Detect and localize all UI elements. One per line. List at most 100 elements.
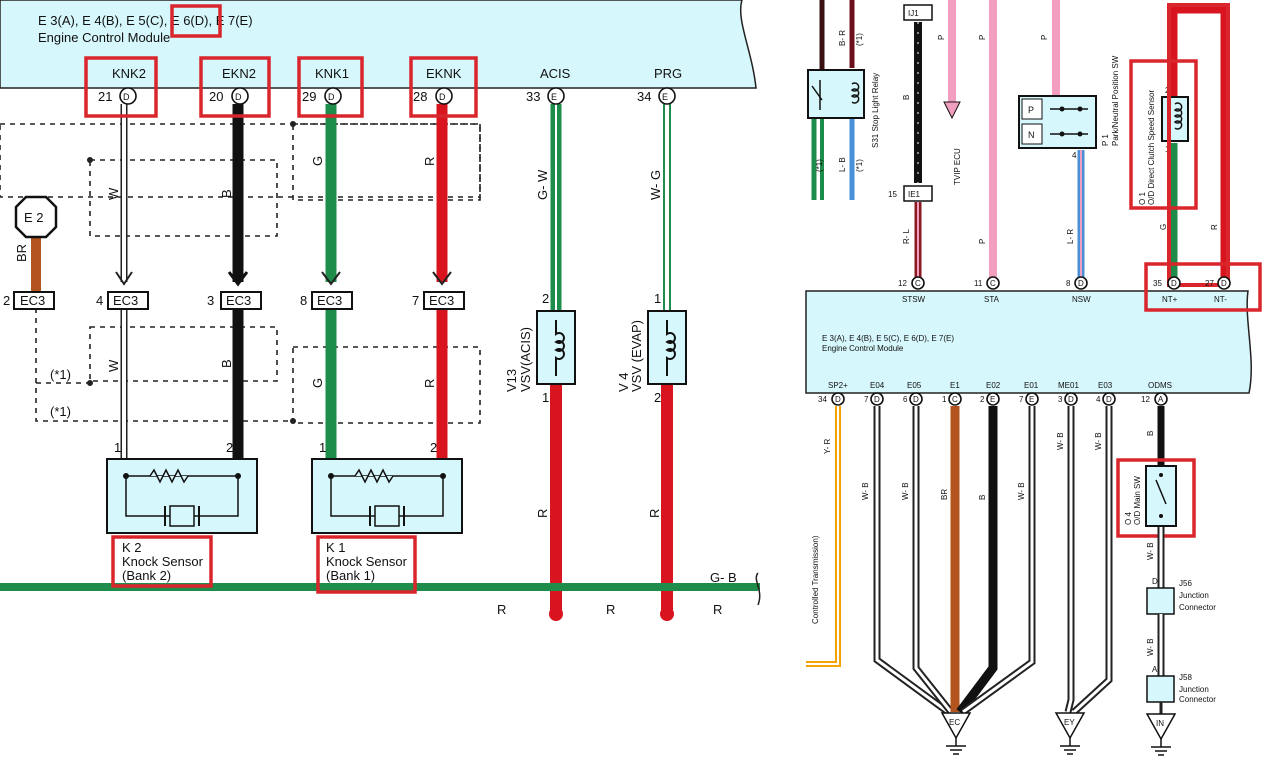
svg-text:1: 1 [114, 440, 121, 455]
svg-text:EC3: EC3 [317, 293, 342, 308]
svg-text:2: 2 [3, 293, 10, 308]
svg-text:E: E [1029, 395, 1034, 404]
k2-id: K 2 [122, 540, 142, 555]
term-nt-plus: NT+ [1162, 295, 1178, 304]
shield-note-2: (*1) [50, 404, 71, 419]
svg-text:W- B: W- B [1056, 432, 1065, 450]
svg-text:D: D [1106, 395, 1112, 404]
svg-text:12: 12 [1141, 395, 1150, 404]
ground-ey: EY [1054, 712, 1086, 755]
svg-text:11: 11 [974, 279, 983, 288]
svg-text:3: 3 [207, 293, 214, 308]
svg-text:E01: E01 [1024, 381, 1039, 390]
ecm-connectors-left: E 3(A), E 4(B), E 5(C), E 6(D), E 7(E) [38, 13, 253, 28]
svg-text:P: P [1040, 35, 1049, 40]
shield-note-1: (*1) [50, 367, 71, 382]
wire-color-labels-left: W B G R G- W W- G BR W B G R R R [14, 156, 663, 518]
sensor-coil-icon [1173, 102, 1183, 130]
svg-text:B: B [902, 95, 911, 100]
svg-text:R- L: R- L [902, 228, 911, 244]
svg-text:P: P [937, 35, 946, 40]
highlight-knk2 [84, 56, 158, 118]
svg-text:R: R [647, 509, 662, 518]
vsv-evap: 1 2 V 4 VSV (EVAP) [616, 291, 687, 405]
junction-j56 [1146, 587, 1175, 615]
svg-text:R: R [1210, 224, 1219, 230]
term-name-knk1: KNK1 [315, 66, 349, 81]
svg-text:J58: J58 [1179, 673, 1192, 682]
term-pin-eknk: 28 [413, 89, 427, 104]
od-sensor-id: O 1 [1138, 192, 1147, 205]
svg-text:2: 2 [430, 440, 437, 455]
pn-switch-id: P 1 [1101, 134, 1110, 146]
svg-text:E: E [990, 395, 995, 404]
highlight-eknk [409, 56, 478, 118]
svg-text:2: 2 [654, 390, 661, 405]
cut-label-2: R [606, 602, 615, 617]
left-panel: E 3(A), E 4(B), E 5(C), E 6(D), E 7(E) E… [0, 0, 761, 621]
svg-text:Connector: Connector [1179, 695, 1216, 704]
svg-text:7: 7 [412, 293, 419, 308]
od-speed-sensor: 2 1 O 1 O/D Direct Clutch Speed Sensor G… [1129, 3, 1230, 287]
highlight-od-sensor [1129, 59, 1198, 210]
shield-box-lower-k1 [292, 346, 481, 424]
svg-text:12: 12 [898, 279, 907, 288]
svg-text:N: N [1028, 130, 1035, 140]
svg-text:ODMS: ODMS [1148, 381, 1172, 390]
svg-text:D: D [1171, 279, 1177, 288]
svg-text:D: D [1152, 577, 1158, 586]
svg-text:E04: E04 [870, 381, 885, 390]
shield-box-upper-k2 [89, 159, 278, 237]
svg-text:EC3: EC3 [429, 293, 454, 308]
svg-text:1: 1 [319, 440, 326, 455]
svg-text:1: 1 [654, 291, 661, 306]
ground-in: IN [1145, 713, 1177, 756]
svg-text:J56: J56 [1179, 579, 1192, 588]
k1-id: K 1 [326, 540, 346, 555]
svg-text:D: D [1078, 279, 1084, 288]
ecm-title-right: Engine Control Module [822, 344, 904, 353]
svg-text:D: D [439, 92, 446, 102]
cut-label-3: R [713, 602, 722, 617]
svg-text:27: 27 [1205, 279, 1214, 288]
svg-text:(*1): (*1) [815, 159, 824, 172]
knock-sensor-k1: 1 2 K 1 Knock Sensor (Bank 1) [311, 440, 463, 594]
svg-text:L- R: L- R [1066, 229, 1075, 244]
svg-text:B: B [219, 359, 234, 368]
svg-text:E: E [662, 92, 668, 102]
svg-text:C: C [915, 279, 921, 288]
svg-text:E03: E03 [1098, 381, 1113, 390]
svg-text:W- B: W- B [1094, 432, 1103, 450]
svg-text:D: D [835, 395, 841, 404]
cut-label-1: R [497, 602, 506, 617]
svg-text:R: R [422, 379, 437, 388]
svg-text:D: D [1068, 395, 1074, 404]
svg-text:W- B: W- B [1146, 638, 1155, 656]
highlight-e6d [170, 4, 222, 38]
svg-text:D: D [328, 92, 335, 102]
vsv-evap-name: VSV (EVAP) [629, 320, 644, 392]
stop-light-relay: S31 Stop Light Relay [807, 69, 880, 148]
svg-text:BR: BR [14, 244, 29, 262]
piezo-icon [374, 505, 400, 527]
highlight-od-main-sw [1116, 458, 1196, 538]
connector-ie1: IE1 [908, 190, 921, 199]
term-name-eknk: EKNK [426, 66, 462, 81]
term-pin-acis: 33 [526, 89, 540, 104]
svg-text:ME01: ME01 [1058, 381, 1079, 390]
wire-gb-label: G- B [710, 570, 737, 585]
k2-name: Knock Sensor [122, 554, 204, 569]
resistor-icon [149, 468, 189, 484]
svg-text:E02: E02 [986, 381, 1001, 390]
ecm-title-left: Engine Control Module [38, 30, 170, 45]
svg-text:D: D [913, 395, 919, 404]
k2-bank: (Bank 2) [122, 568, 171, 583]
svg-text:SP2+: SP2+ [828, 381, 848, 390]
wire-knk2 [115, 104, 133, 460]
highlight-nt-terminals [1144, 262, 1262, 312]
relay-coil-icon [850, 82, 860, 104]
ground-e2-label: E 2 [24, 210, 44, 225]
svg-text:3: 3 [1058, 395, 1063, 404]
svg-text:IN: IN [1156, 719, 1164, 728]
tvip-label: TVIP ECU [953, 148, 962, 185]
